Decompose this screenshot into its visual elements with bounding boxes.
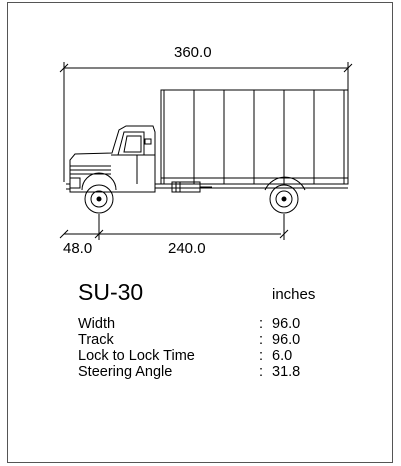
spec-row: Track : 96.0 — [78, 332, 338, 348]
frame-border — [7, 2, 393, 463]
units-label: inches — [272, 286, 316, 303]
rear-wheel — [264, 176, 306, 214]
spec-value: 96.0 — [272, 332, 301, 348]
drawing-frame: 360.0 48.0 240.0 SU-30 inches Width : 96… — [7, 2, 393, 463]
spec-row: Lock to Lock Time : 6.0 — [78, 348, 338, 364]
spec-separator: : — [259, 348, 264, 364]
spec-separator: : — [259, 332, 264, 348]
chassis — [155, 181, 348, 193]
front-wheel — [84, 184, 114, 214]
cargo-box — [160, 89, 349, 185]
overall-length-label: 360.0 — [174, 44, 212, 61]
spec-label: Track — [78, 332, 114, 348]
overall-length-dimension — [59, 62, 353, 182]
wheelbase-label: 240.0 — [168, 240, 206, 257]
spec-table: Width : 96.0 Track : 96.0 Lock to Lock T… — [78, 316, 338, 380]
spec-value: 31.8 — [272, 364, 301, 380]
spec-row: Steering Angle : 31.8 — [78, 364, 338, 380]
spec-value: 96.0 — [272, 316, 301, 332]
spec-separator: : — [259, 364, 264, 380]
spec-label: Lock to Lock Time — [78, 348, 195, 364]
truck-drawing — [7, 2, 393, 463]
spec-label: Steering Angle — [78, 364, 173, 380]
front-overhang-label: 48.0 — [63, 240, 93, 257]
spec-value: 6.0 — [272, 348, 293, 364]
truck-cab — [66, 125, 156, 193]
spec-row: Width : 96.0 — [78, 316, 338, 332]
spec-label: Width — [78, 316, 116, 332]
spec-separator: : — [259, 316, 264, 332]
vehicle-name: SU-30 — [78, 279, 144, 305]
wheelbase-dimension — [59, 214, 289, 240]
